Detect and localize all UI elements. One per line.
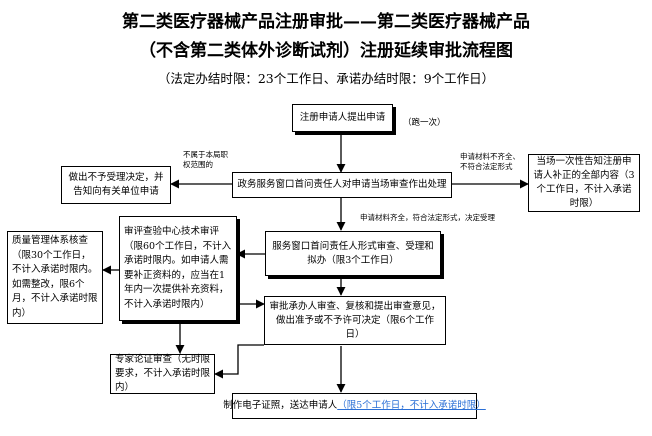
node-supplement: 当场一次性告知注册申请人补正的全部内容（3个工作日，不计入承诺时限） — [528, 154, 640, 212]
node-quality-check: 质量管理体系核查（限30个工作日，不计入承诺时限内。如需整改，限6个月，不计入承… — [7, 231, 103, 324]
node-tech-review: 审评查验中心技术审评（限60个工作日，不计入承诺时限内。如申请人需要补正资料的，… — [119, 216, 237, 321]
node-apply: 注册申请人提出申请 — [292, 104, 393, 132]
node-not-accepted: 做出不予受理决定，并告知向有关单位申请 — [61, 166, 171, 204]
title-line-2: （不含第二类体外诊断试剂）注册延续审批流程图 — [139, 41, 513, 61]
note-run-once: （跑一次） — [403, 118, 446, 128]
node-form-review: 服务窗口首问责任人形式审查、受理和拟办（限3个工作日） — [265, 231, 441, 276]
arrow-approval-to-expert — [214, 344, 264, 379]
node-approval: 审批承办人审查、复核和提出审查意见，做出准予或不予许可决定（限6个工作日） — [264, 296, 446, 345]
certificate-time-limit: （限5个工作日，不计入承诺时限） — [337, 400, 486, 411]
node-window-check: 政务服务窗口首问责任人对申请当场审查作出处理 — [232, 172, 452, 198]
note-incomplete: 申请材料不齐全、不符合法定形式 — [460, 152, 520, 171]
note-complete: 申请材料齐全，符合法定形式，决定受理 — [360, 213, 495, 222]
subtitle: （法定办结时限：23个工作日、承诺办结时限：9个工作日） — [157, 71, 495, 86]
note-out-of-scope: 不属于本局职权范围的 — [183, 150, 228, 169]
node-certificate: 制作电子证照，送达申请人（限5个工作日，不计入承诺时限） — [223, 393, 486, 419]
title-line-1: 第二类医疗器械产品注册审批——第二类医疗器械产品 — [122, 12, 530, 32]
node-expert-review: 专家论证审查（无时限要求，不计入承诺时限内） — [110, 354, 215, 394]
